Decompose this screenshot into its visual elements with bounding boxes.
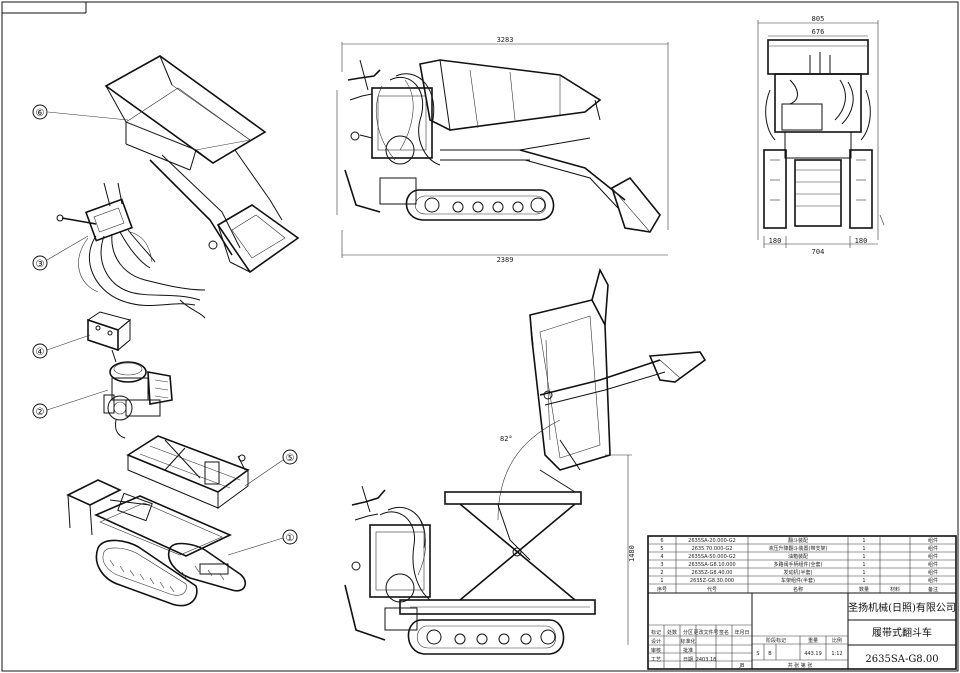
part-lift-frame xyxy=(126,435,250,509)
part-engine xyxy=(103,361,173,439)
stage-value: S xyxy=(756,651,759,657)
dump-view: 82° 1480 xyxy=(344,267,707,655)
product-name: 履带式翻斗车 xyxy=(872,626,932,639)
front-track-left xyxy=(763,149,787,229)
part-chassis xyxy=(66,479,247,607)
bom-row-note: 组件 xyxy=(928,537,938,544)
bom-grid xyxy=(648,536,956,594)
exploded-view: ⑥ ③ ④ ② ⑤ ① xyxy=(32,55,300,607)
bom-row-no: 2 xyxy=(660,570,663,576)
part-dump-hopper xyxy=(104,55,300,274)
sign-row-role: 设计 xyxy=(651,638,661,645)
sign-row-d: 签名 xyxy=(719,629,729,636)
bom-row-code: 2635.70.000-G2 xyxy=(692,546,733,552)
bom-header-note: 备注 xyxy=(928,586,938,593)
callout-6: ⑥ xyxy=(36,108,45,119)
bom-row-note: 组件 xyxy=(928,553,938,560)
dump-height-label: 1480 xyxy=(628,545,636,562)
bom-row-code: 2635SA-50.000-G2 xyxy=(688,554,736,560)
front-view: 805 676 180 704 180 xyxy=(757,15,885,256)
track-links xyxy=(109,559,225,593)
sign-row-b: 批准 xyxy=(683,647,693,654)
bom-row-qty: 1 xyxy=(862,578,865,584)
bom-row-name: 翻斗装配 xyxy=(788,537,808,544)
bom-row-qty: 1 xyxy=(862,538,865,544)
bom-row-qty: 1 xyxy=(862,546,865,552)
callout-5: ⑤ xyxy=(286,453,295,464)
dim-track-right: 180 xyxy=(855,237,868,245)
callout-4: ④ xyxy=(36,347,45,358)
bom-row-qty: 1 xyxy=(862,554,865,560)
sign-grid xyxy=(648,624,752,669)
bom-row-no: 5 xyxy=(660,546,663,552)
scale-value: 1:12 xyxy=(831,651,842,657)
dump-angle-label: 82° xyxy=(500,435,513,443)
bom-row-code: 2635SA-20.000-G2 xyxy=(688,538,736,544)
sign-row-b: 分区 xyxy=(683,629,693,636)
dim-wheelbase: 2389 xyxy=(497,256,514,264)
bom-header-mat: 材料 xyxy=(890,586,900,593)
bom-header-name: 名称 xyxy=(793,586,803,593)
bom-row-code: 2635Z-G8.40.00 xyxy=(691,570,732,576)
bom-header-code: 代号 xyxy=(707,586,717,593)
bom-row-name: 多路阀手柄组件(全套) xyxy=(774,561,823,568)
scale-label: 比例 xyxy=(832,637,842,644)
company-name: 圣扬机械(日照)有限公司 xyxy=(848,601,956,614)
bom-row-no: 6 xyxy=(660,538,663,544)
bom-row-no: 1 xyxy=(660,578,663,584)
bom-header-no: 序号 xyxy=(657,586,667,593)
bom-header-qty: 数量 xyxy=(859,586,869,593)
sign-row-a: 处数 xyxy=(667,629,677,636)
weight-value: 443.19 xyxy=(804,651,822,657)
bom-row-name: 车架组件(半套) xyxy=(781,577,815,584)
bom-row-no: 4 xyxy=(660,554,663,560)
part-control-valve xyxy=(56,182,206,319)
bom-row-name: 发动机(半套) xyxy=(784,569,813,576)
sign-row-role: 标记 xyxy=(651,629,661,636)
sheet-short: JB xyxy=(739,663,745,669)
callout-circles xyxy=(32,104,298,545)
sign-row-role: 审核 xyxy=(651,647,661,654)
bom-row-note: 组件 xyxy=(928,569,938,576)
callout-3: ③ xyxy=(36,259,45,270)
leader-lines xyxy=(46,111,284,556)
sign-row-b: 标准化 xyxy=(680,638,695,645)
weight-label: 重量 xyxy=(808,637,818,644)
dim-overall-length: 3283 xyxy=(497,36,514,44)
sign-row-role: 工艺 xyxy=(651,657,661,663)
title-block-frame xyxy=(647,535,957,670)
side-view: 3283 2389 xyxy=(336,36,669,264)
bom-row-name: 油箱装配 xyxy=(788,553,808,560)
bom-row-name: 液压升降翻斗装置(带支架) xyxy=(769,545,828,552)
bom-row-note: 组件 xyxy=(928,577,938,584)
stage-value-2: B xyxy=(768,651,772,657)
sign-row-e: 年月日 xyxy=(734,629,749,636)
bom-row-note: 组件 xyxy=(928,561,938,568)
stage-label: 阶段标记 xyxy=(766,637,786,644)
front-track-right xyxy=(849,149,873,229)
sign-row-b: 日期 xyxy=(683,657,693,663)
dim-inner-width: 676 xyxy=(812,28,825,36)
part-oil-tank xyxy=(86,311,132,363)
dim-track-left: 180 xyxy=(769,237,782,245)
dump-track-wheels xyxy=(426,629,556,645)
sign-row-c: 更改文件号 xyxy=(693,629,718,636)
bom-row-qty: 1 xyxy=(862,562,865,568)
drawing-number: 2635SA-G8.00 xyxy=(865,654,938,665)
bom-row-qty: 1 xyxy=(862,570,865,576)
side-track-wheels xyxy=(424,197,546,213)
bom-row-code: 2635SA-G8.10.000 xyxy=(688,562,735,568)
sheet-count: 共 张 第 张 xyxy=(788,662,813,669)
callout-1: ① xyxy=(286,533,295,544)
sign-row-c: 2403.18 xyxy=(696,657,717,663)
title-block: 6 2635SA-20.000-G2 翻斗装配 1 组件 5 2635.70.000-G2 液… xyxy=(647,535,957,670)
bom-row-no: 3 xyxy=(660,562,663,568)
bom-row-code: 2635Z-G8.30.000 xyxy=(690,578,734,584)
callout-2: ② xyxy=(36,407,45,418)
dim-track-gap: 704 xyxy=(812,248,825,256)
dim-overall-width: 805 xyxy=(812,15,825,23)
bom-row-note: 组件 xyxy=(928,545,938,552)
